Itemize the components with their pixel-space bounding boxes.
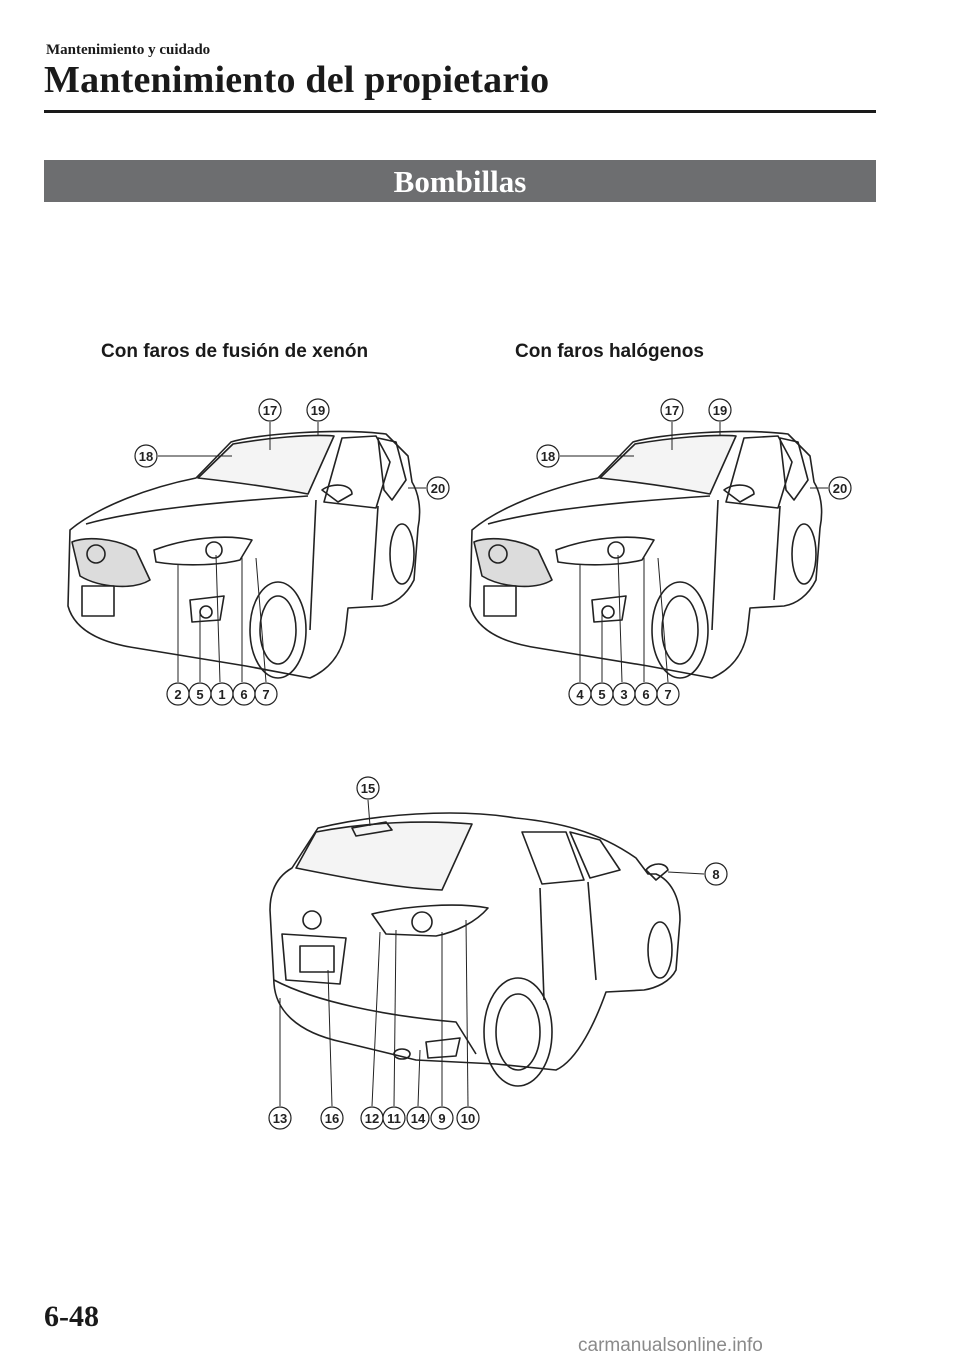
callout-8: 8 (712, 867, 719, 882)
front-car-halogen-diagram: 17 19 18 20 4 5 3 6 7 (458, 390, 858, 720)
callout-18: 18 (541, 449, 555, 464)
page-title: Mantenimiento del propietario (44, 59, 550, 101)
callout-11: 11 (387, 1111, 401, 1126)
callout-17: 17 (665, 403, 679, 418)
callout-6: 6 (240, 687, 247, 702)
section-banner: Bombillas (44, 160, 876, 202)
callout-20: 20 (833, 481, 847, 496)
page-number: 6-48 (44, 1300, 99, 1333)
callout-18: 18 (139, 449, 153, 464)
callout-14: 14 (411, 1111, 426, 1126)
callout-19: 19 (311, 403, 325, 418)
callout-6: 6 (642, 687, 649, 702)
callout-15: 15 (361, 781, 375, 796)
callout-13: 13 (273, 1111, 287, 1126)
callout-7: 7 (262, 687, 269, 702)
callout-10: 10 (461, 1111, 475, 1126)
caption-xenon: Con faros de fusión de xenón (101, 341, 369, 362)
callout-1: 1 (218, 687, 225, 702)
callout-20: 20 (431, 481, 445, 496)
callout-7: 7 (664, 687, 671, 702)
callout-3: 3 (620, 687, 627, 702)
caption-halogen: Con faros halógenos (515, 341, 704, 362)
callout-2: 2 (174, 687, 181, 702)
callout-4: 4 (576, 687, 584, 702)
callout-9: 9 (438, 1111, 445, 1126)
section-label: Mantenimiento y cuidado (46, 42, 211, 58)
watermark: carmanualsonline.info (578, 1335, 763, 1356)
callout-19: 19 (713, 403, 727, 418)
rear-car-diagram: 15 8 13 16 12 11 14 9 10 (256, 770, 736, 1140)
front-car-xenon-diagram: 17 19 18 20 2 5 1 6 7 (56, 390, 456, 720)
callout-5: 5 (196, 687, 203, 702)
title-divider (44, 110, 876, 113)
callout-12: 12 (365, 1111, 379, 1126)
callout-5: 5 (598, 687, 605, 702)
callout-16: 16 (325, 1111, 339, 1126)
callout-17: 17 (263, 403, 277, 418)
